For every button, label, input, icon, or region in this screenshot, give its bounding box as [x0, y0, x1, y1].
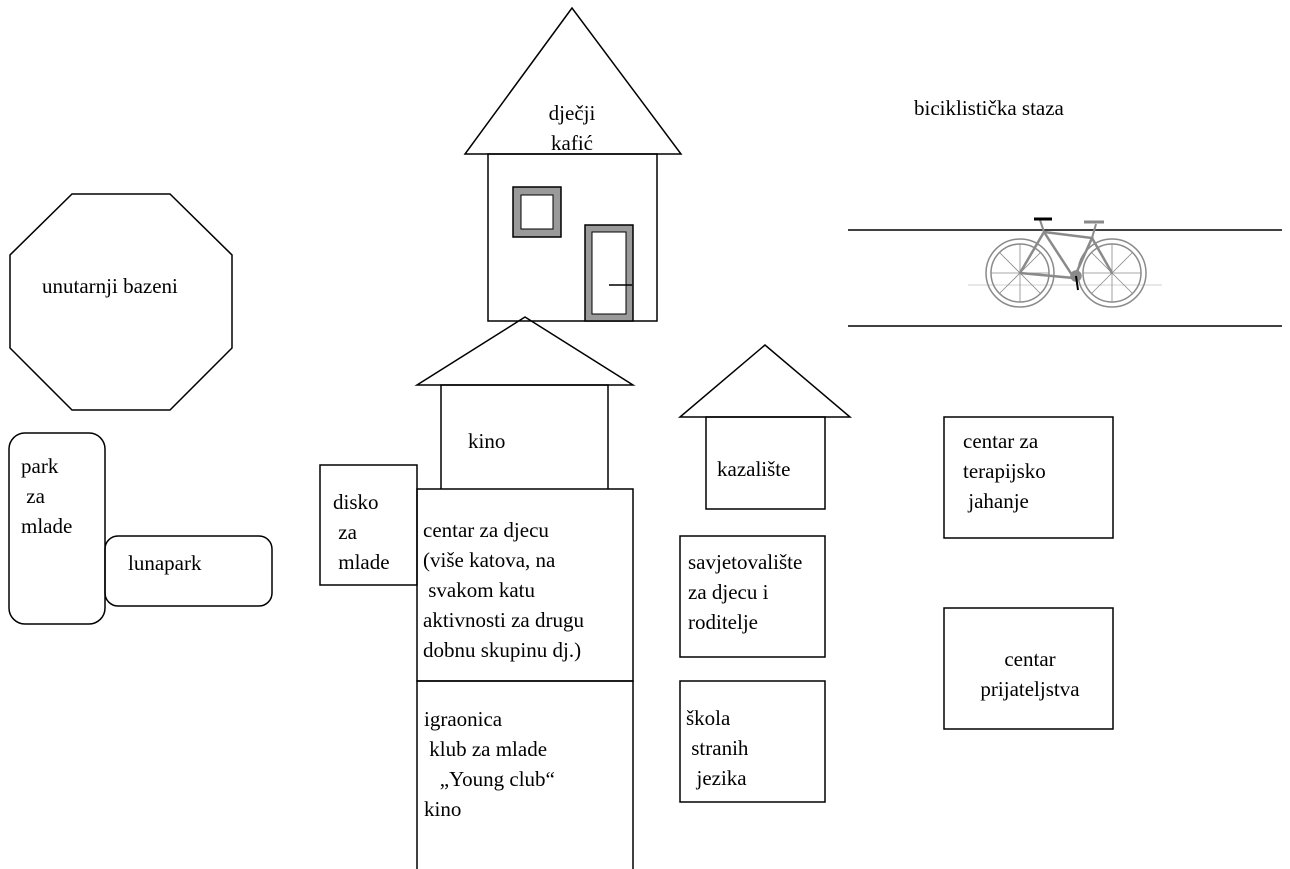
counseling-box	[679, 535, 826, 658]
theatre-house	[677, 344, 853, 510]
bicycle-icon	[968, 217, 1162, 308]
indoor-pools-octagon	[9, 193, 233, 411]
language-school-box	[679, 680, 826, 803]
youth-disco-label: disko za mlade	[333, 490, 390, 574]
youth-park-box	[8, 432, 106, 625]
indoor-pools-label: unutarnji bazeni	[42, 274, 178, 298]
door-icon	[584, 224, 634, 322]
childrens-cafe-label: dječji kafić	[548, 101, 596, 155]
lunapark-box	[104, 535, 273, 607]
playroom-box	[416, 680, 634, 869]
friendship-center-box	[943, 607, 1114, 730]
childrens-cafe-house	[463, 6, 683, 322]
bike-path-label: biciklistička staza	[914, 96, 1064, 120]
youth-park-label: park za mlade	[21, 454, 73, 538]
childrens-center-label: centar za djecu (više katova, na svakom …	[423, 518, 584, 662]
counseling-label: savjetovalište za djecu i roditelje	[688, 550, 803, 634]
theatre-body	[705, 416, 826, 510]
cafe-body	[487, 153, 658, 322]
friendship-center-label: centar prijateljstva	[980, 647, 1080, 701]
lunapark-label: lunapark	[128, 551, 202, 575]
language-school-label: škola stranih jezika	[686, 706, 749, 790]
cinema-house	[414, 316, 636, 489]
theatre-roof	[677, 344, 853, 418]
cinema-walls	[440, 384, 609, 489]
cinema-roof	[414, 316, 636, 386]
window-icon	[512, 186, 562, 238]
cinema-label: kino	[468, 429, 506, 453]
therapeutic-riding-box	[943, 416, 1114, 539]
playroom-label: igraonica klub za mlade „Young club“ kin…	[424, 707, 555, 821]
therapeutic-riding-label: centar za terapijsko jahanje	[963, 429, 1046, 513]
bike-path	[848, 217, 1282, 327]
theatre-label: kazalište	[717, 457, 791, 481]
